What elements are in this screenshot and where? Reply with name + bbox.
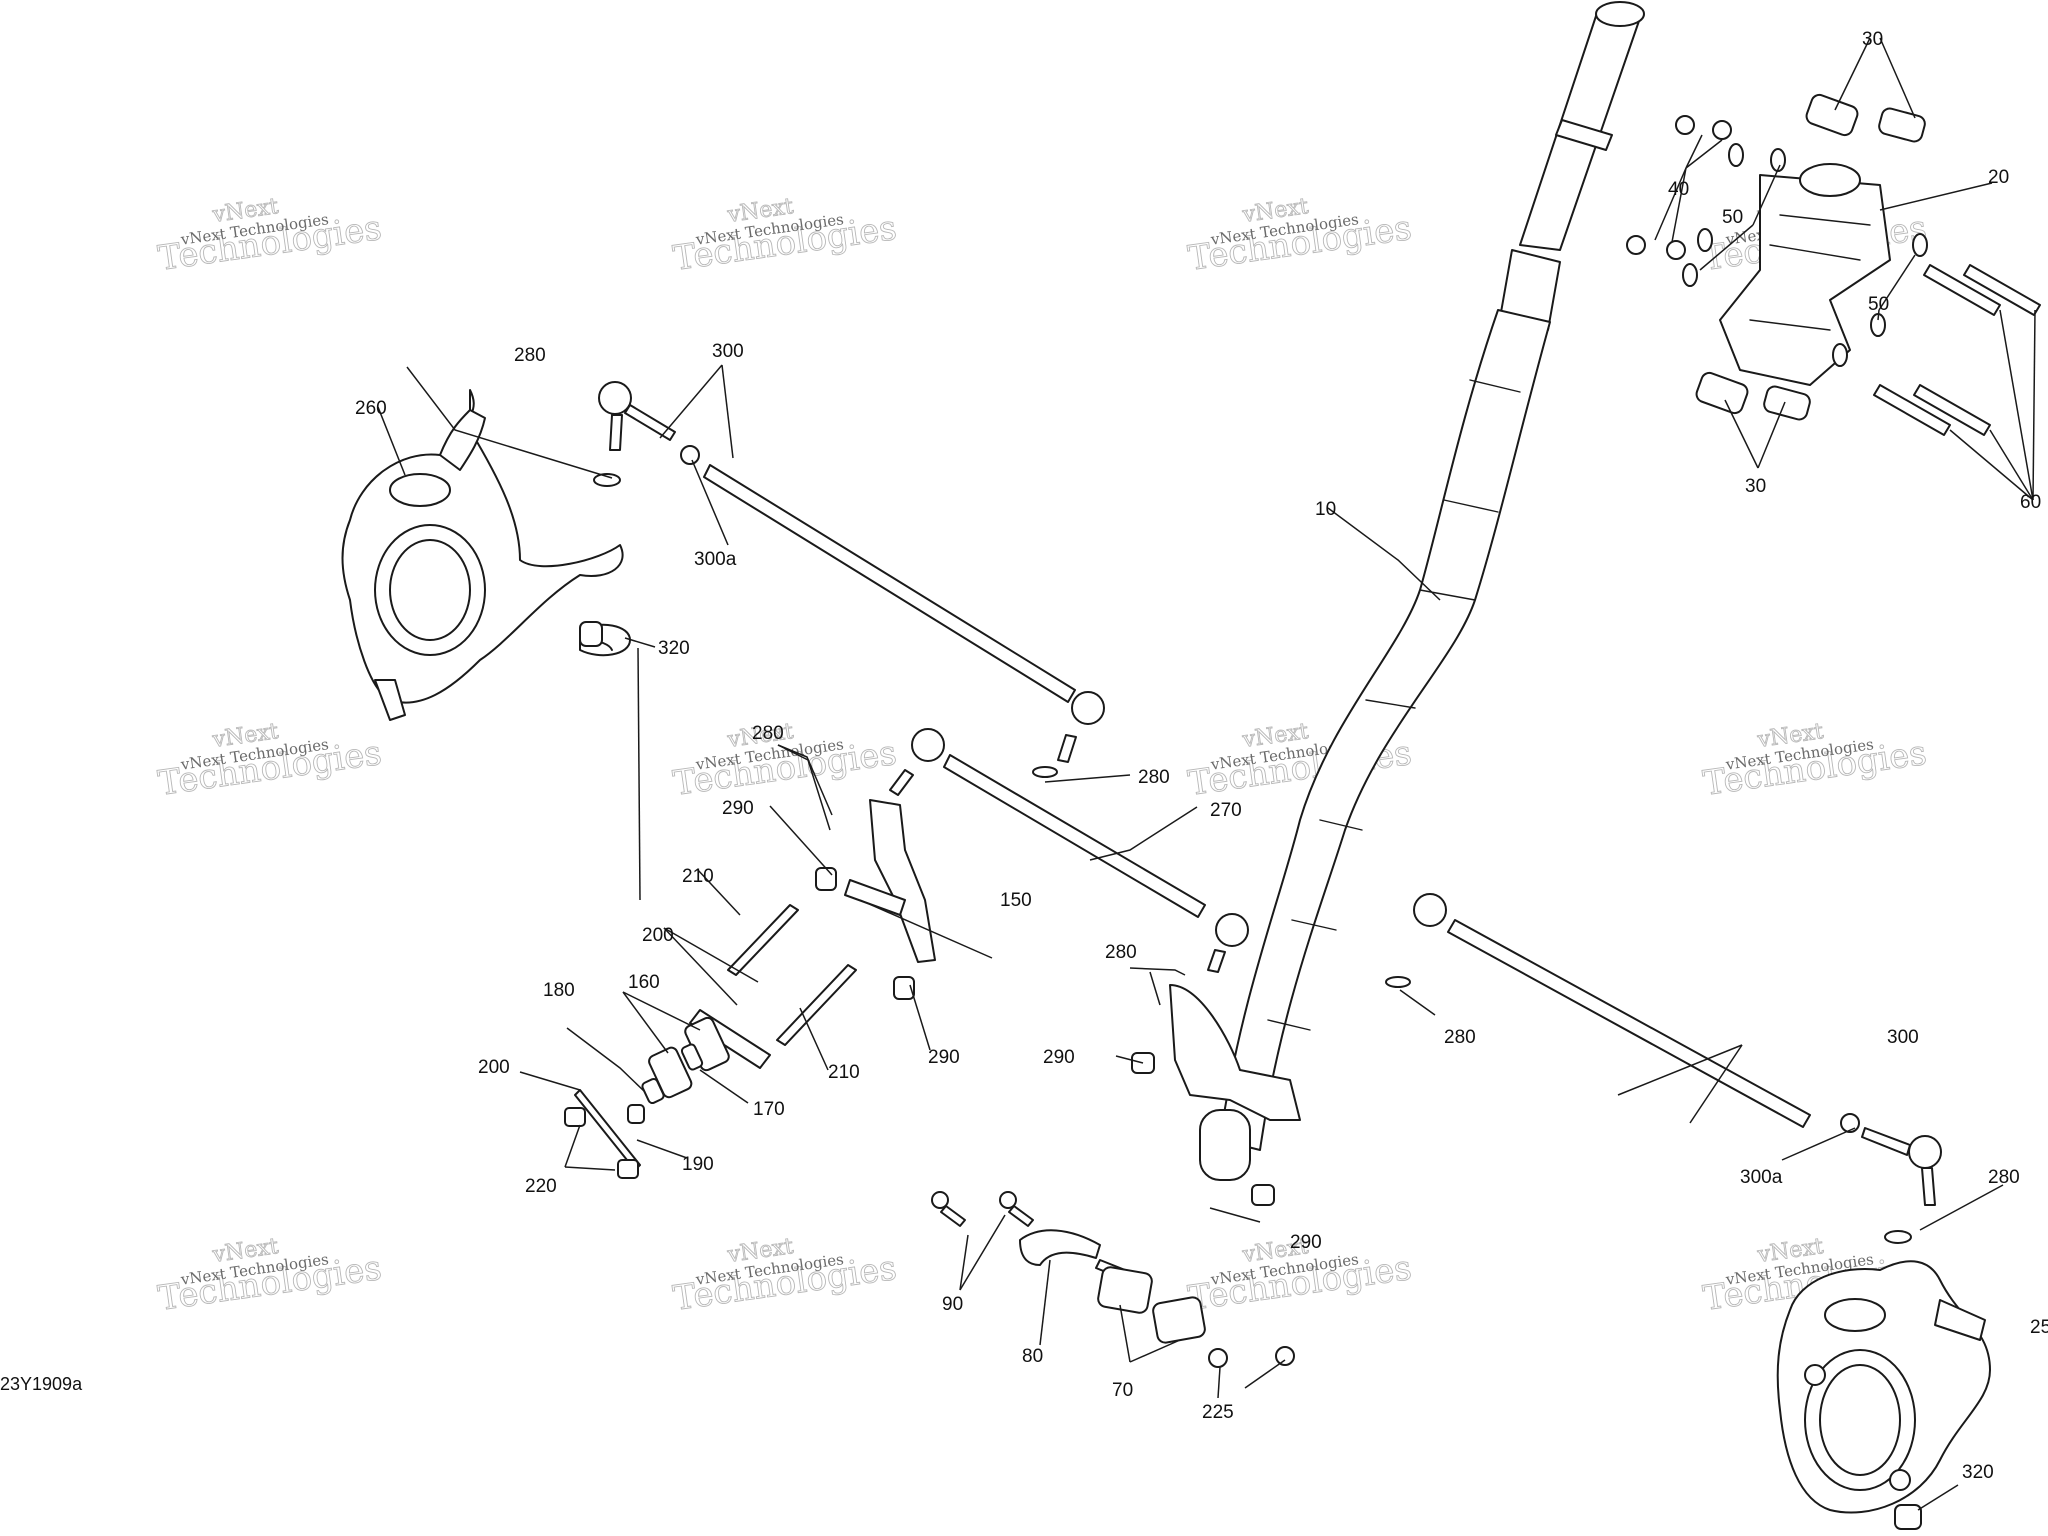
callout-320-right: 320 — [1962, 1462, 1994, 1483]
callout-30-bottom: 30 — [1745, 476, 1766, 497]
watermark: Technologies vNext vNext Technologies — [155, 719, 384, 805]
tie-rod-upper-left — [598, 381, 1105, 763]
callout-270: 270 — [1210, 800, 1242, 821]
callout-300a-right: 300a — [1740, 1167, 1783, 1188]
watermark: Technologies vNext vNext Technologies — [155, 194, 384, 280]
watermark: Technologies vNext vNext Technologies — [670, 719, 899, 805]
callout-280-right: 280 — [1138, 767, 1170, 788]
callout-80: 80 — [1022, 1346, 1043, 1367]
callout-10: 10 — [1315, 499, 1336, 520]
callout-170: 170 — [753, 1099, 785, 1120]
callout-210-lower: 210 — [828, 1062, 860, 1083]
callout-220: 220 — [525, 1176, 557, 1197]
pitman-arm — [844, 799, 936, 963]
leader-lines — [377, 37, 2036, 1511]
callout-320-left: 320 — [658, 638, 690, 659]
callout-210-upper: 210 — [682, 866, 714, 887]
callout-180: 180 — [543, 980, 575, 1001]
pivot-hardware — [564, 904, 857, 1179]
callout-20: 20 — [1988, 167, 2009, 188]
callout-280-far: 280 — [1988, 1167, 2020, 1188]
callout-260: 260 — [355, 398, 387, 419]
knuckle-right — [1776, 1260, 1991, 1514]
tie-rod-lower-right — [1413, 893, 1942, 1206]
callout-30-top: 30 — [1862, 29, 1883, 50]
callout-300-right: 300 — [1887, 1027, 1919, 1048]
callout-300-left: 300 — [712, 341, 744, 362]
tie-rod-middle — [889, 728, 1249, 973]
callout-200-lower: 200 — [478, 1057, 510, 1078]
steering-gear — [1626, 93, 2041, 436]
callout-70: 70 — [1112, 1380, 1133, 1401]
callout-25: 25 — [2030, 1317, 2048, 1338]
callout-labels: 10 20 30 30 40 50 50 60 70 80 90 150 160… — [355, 29, 2048, 1483]
callout-50-left: 50 — [1722, 207, 1743, 228]
callout-40: 40 — [1668, 179, 1689, 200]
callout-60: 60 — [2020, 492, 2041, 513]
callout-290-mid: 290 — [928, 1047, 960, 1068]
callout-280-mid: 280 — [752, 723, 784, 744]
figure-id: 23Y1909a — [0, 1374, 83, 1394]
watermark: Technologies vNext vNext Technologies — [155, 1234, 384, 1320]
callout-290-bottom: 290 — [1290, 1232, 1322, 1253]
watermarks: Technologies vNext vNext Technologies Te… — [155, 194, 1929, 1320]
callout-200-upper: 200 — [642, 925, 674, 946]
callout-50-right: 50 — [1868, 294, 1889, 315]
callout-280-top: 280 — [514, 345, 546, 366]
callout-280-center: 280 — [1105, 942, 1137, 963]
knuckle-left — [341, 389, 624, 721]
callout-290-left: 290 — [722, 798, 754, 819]
watermark: Technologies vNext vNext Technologies — [670, 194, 899, 280]
callout-290-center: 290 — [1043, 1047, 1075, 1068]
callout-90: 90 — [942, 1294, 963, 1315]
watermark: Technologies vNext vNext Technologies — [670, 1234, 899, 1320]
callout-150: 150 — [1000, 890, 1032, 911]
idler-bracket — [1169, 984, 1301, 1121]
callout-280-lower: 280 — [1444, 1027, 1476, 1048]
column-clamp — [931, 1191, 1295, 1368]
small-hardware — [579, 445, 1922, 1530]
steering-column — [1199, 1, 1645, 1181]
callout-190: 190 — [682, 1154, 714, 1175]
callout-225: 225 — [1202, 1402, 1234, 1423]
callout-160: 160 — [628, 972, 660, 993]
callout-300a-left: 300a — [694, 549, 737, 570]
watermark: Technologies vNext vNext Technologies — [1700, 719, 1929, 805]
watermark: Technologies vNext vNext Technologies — [1185, 194, 1414, 280]
